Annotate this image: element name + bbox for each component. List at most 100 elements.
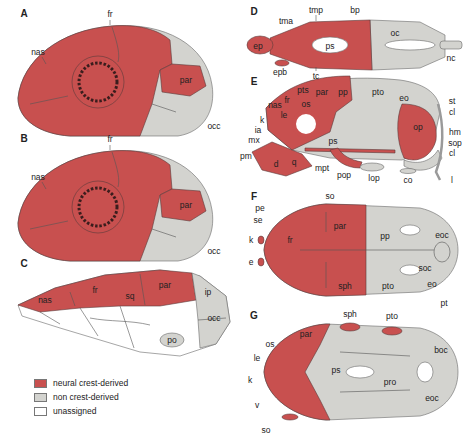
bone-label: op bbox=[413, 123, 422, 132]
coracoid bbox=[400, 169, 416, 174]
epiphyseal-bar bbox=[275, 60, 289, 66]
periotic bbox=[160, 333, 184, 347]
bone-label: ps bbox=[326, 42, 335, 51]
suture bbox=[300, 212, 434, 288]
panel-letter: A bbox=[20, 9, 27, 19]
suture bbox=[30, 152, 176, 237]
orbit bbox=[72, 181, 124, 233]
bone-label: fr bbox=[284, 96, 289, 105]
skull-base bbox=[18, 151, 213, 261]
bone-label: ep bbox=[253, 42, 262, 51]
bone-label: fr bbox=[107, 135, 112, 144]
preopercle bbox=[330, 148, 362, 168]
bone-label: st bbox=[449, 97, 456, 106]
skull-base bbox=[18, 26, 213, 136]
panel-letter: E bbox=[251, 77, 258, 87]
bone-label: tmp bbox=[309, 6, 323, 15]
suture bbox=[40, 274, 226, 348]
supraorbital bbox=[282, 414, 298, 420]
bone-label: pto bbox=[386, 312, 398, 321]
legend-swatch bbox=[34, 379, 47, 388]
crest-region bbox=[264, 324, 330, 420]
legend-text: unassigned bbox=[53, 406, 96, 416]
bone-label: sop bbox=[448, 139, 462, 148]
fenestra bbox=[346, 366, 374, 378]
bird-skull-b bbox=[18, 145, 213, 261]
bone-label: pp bbox=[380, 232, 389, 241]
bone-label: e bbox=[249, 258, 254, 267]
mouse-skull bbox=[18, 270, 230, 356]
bone-label: d bbox=[274, 160, 279, 169]
parietal-patch bbox=[160, 64, 206, 96]
fenestra bbox=[385, 40, 435, 50]
panel-letter: D bbox=[250, 7, 257, 17]
bone-label: eo bbox=[427, 280, 436, 289]
legend-swatch bbox=[34, 407, 47, 416]
fenestra bbox=[312, 37, 348, 53]
interopercle bbox=[360, 163, 384, 171]
bone-label: pp bbox=[338, 88, 347, 97]
bone-label: pt bbox=[440, 299, 447, 308]
bone-label: mpt bbox=[315, 164, 329, 173]
bone-label: soc bbox=[418, 264, 431, 273]
bone-label: par bbox=[334, 222, 346, 231]
legend-item: non crest-derived bbox=[34, 390, 128, 404]
ethmoid-plate bbox=[247, 36, 273, 54]
leader-line bbox=[42, 145, 110, 189]
bone-label: le bbox=[281, 111, 288, 120]
bone-label: sph bbox=[343, 310, 357, 319]
bone-label: pts bbox=[297, 86, 308, 95]
bone-label: nc bbox=[447, 54, 456, 63]
bone-label: ia bbox=[255, 126, 262, 135]
bone-label: co bbox=[404, 176, 413, 185]
bone-label: os bbox=[302, 100, 311, 109]
bone-label: so bbox=[262, 426, 271, 435]
legend-item: unassigned bbox=[34, 404, 128, 418]
sphenotic bbox=[340, 323, 360, 331]
bone-label: so bbox=[326, 192, 335, 201]
bone-label: eoc bbox=[425, 394, 439, 403]
fenestra bbox=[400, 225, 420, 235]
bone-label: sph bbox=[338, 282, 352, 291]
jaw bbox=[252, 142, 312, 176]
skull-base bbox=[264, 204, 458, 296]
bone-label: par bbox=[180, 201, 192, 210]
parietal-patch bbox=[160, 189, 206, 221]
bone-label: fr bbox=[287, 236, 292, 245]
bone-label: se bbox=[254, 216, 263, 225]
pterotic bbox=[382, 327, 402, 335]
bone-label: pto bbox=[382, 282, 394, 291]
bone-label: nas bbox=[31, 48, 45, 57]
bone-label: cl bbox=[449, 108, 455, 117]
bone-label: pro bbox=[384, 378, 396, 387]
bone-label: pe bbox=[255, 204, 264, 213]
non-crest-region bbox=[370, 20, 445, 70]
bone-label: fr bbox=[107, 10, 112, 19]
bone-label: ps bbox=[329, 137, 338, 146]
parasphenoid bbox=[305, 148, 395, 153]
bone-label: po bbox=[167, 336, 176, 345]
skull-base bbox=[264, 324, 458, 420]
bone-label: v bbox=[255, 401, 259, 410]
bone-label: tma bbox=[279, 17, 293, 26]
panel-letter: B bbox=[20, 134, 27, 144]
panel-letter: G bbox=[250, 311, 258, 321]
bone-label: boc bbox=[434, 346, 448, 355]
exoccipital-outline bbox=[434, 242, 450, 262]
legend-text: non crest-derived bbox=[53, 392, 119, 402]
suture bbox=[30, 27, 176, 112]
bone-label: occ bbox=[207, 247, 220, 256]
crest-region bbox=[18, 26, 172, 136]
fenestra bbox=[400, 265, 420, 275]
bone-label: k bbox=[260, 116, 264, 125]
panel-letter: F bbox=[251, 192, 257, 202]
bone-label: q bbox=[292, 158, 297, 167]
bone-label: lop bbox=[368, 174, 379, 183]
leader-line bbox=[316, 15, 317, 71]
legend: neural crest-derivednon crest-deriveduna… bbox=[34, 376, 128, 418]
crest-region bbox=[270, 20, 372, 70]
orbit bbox=[294, 112, 318, 136]
sclerotic-ring bbox=[79, 188, 117, 226]
